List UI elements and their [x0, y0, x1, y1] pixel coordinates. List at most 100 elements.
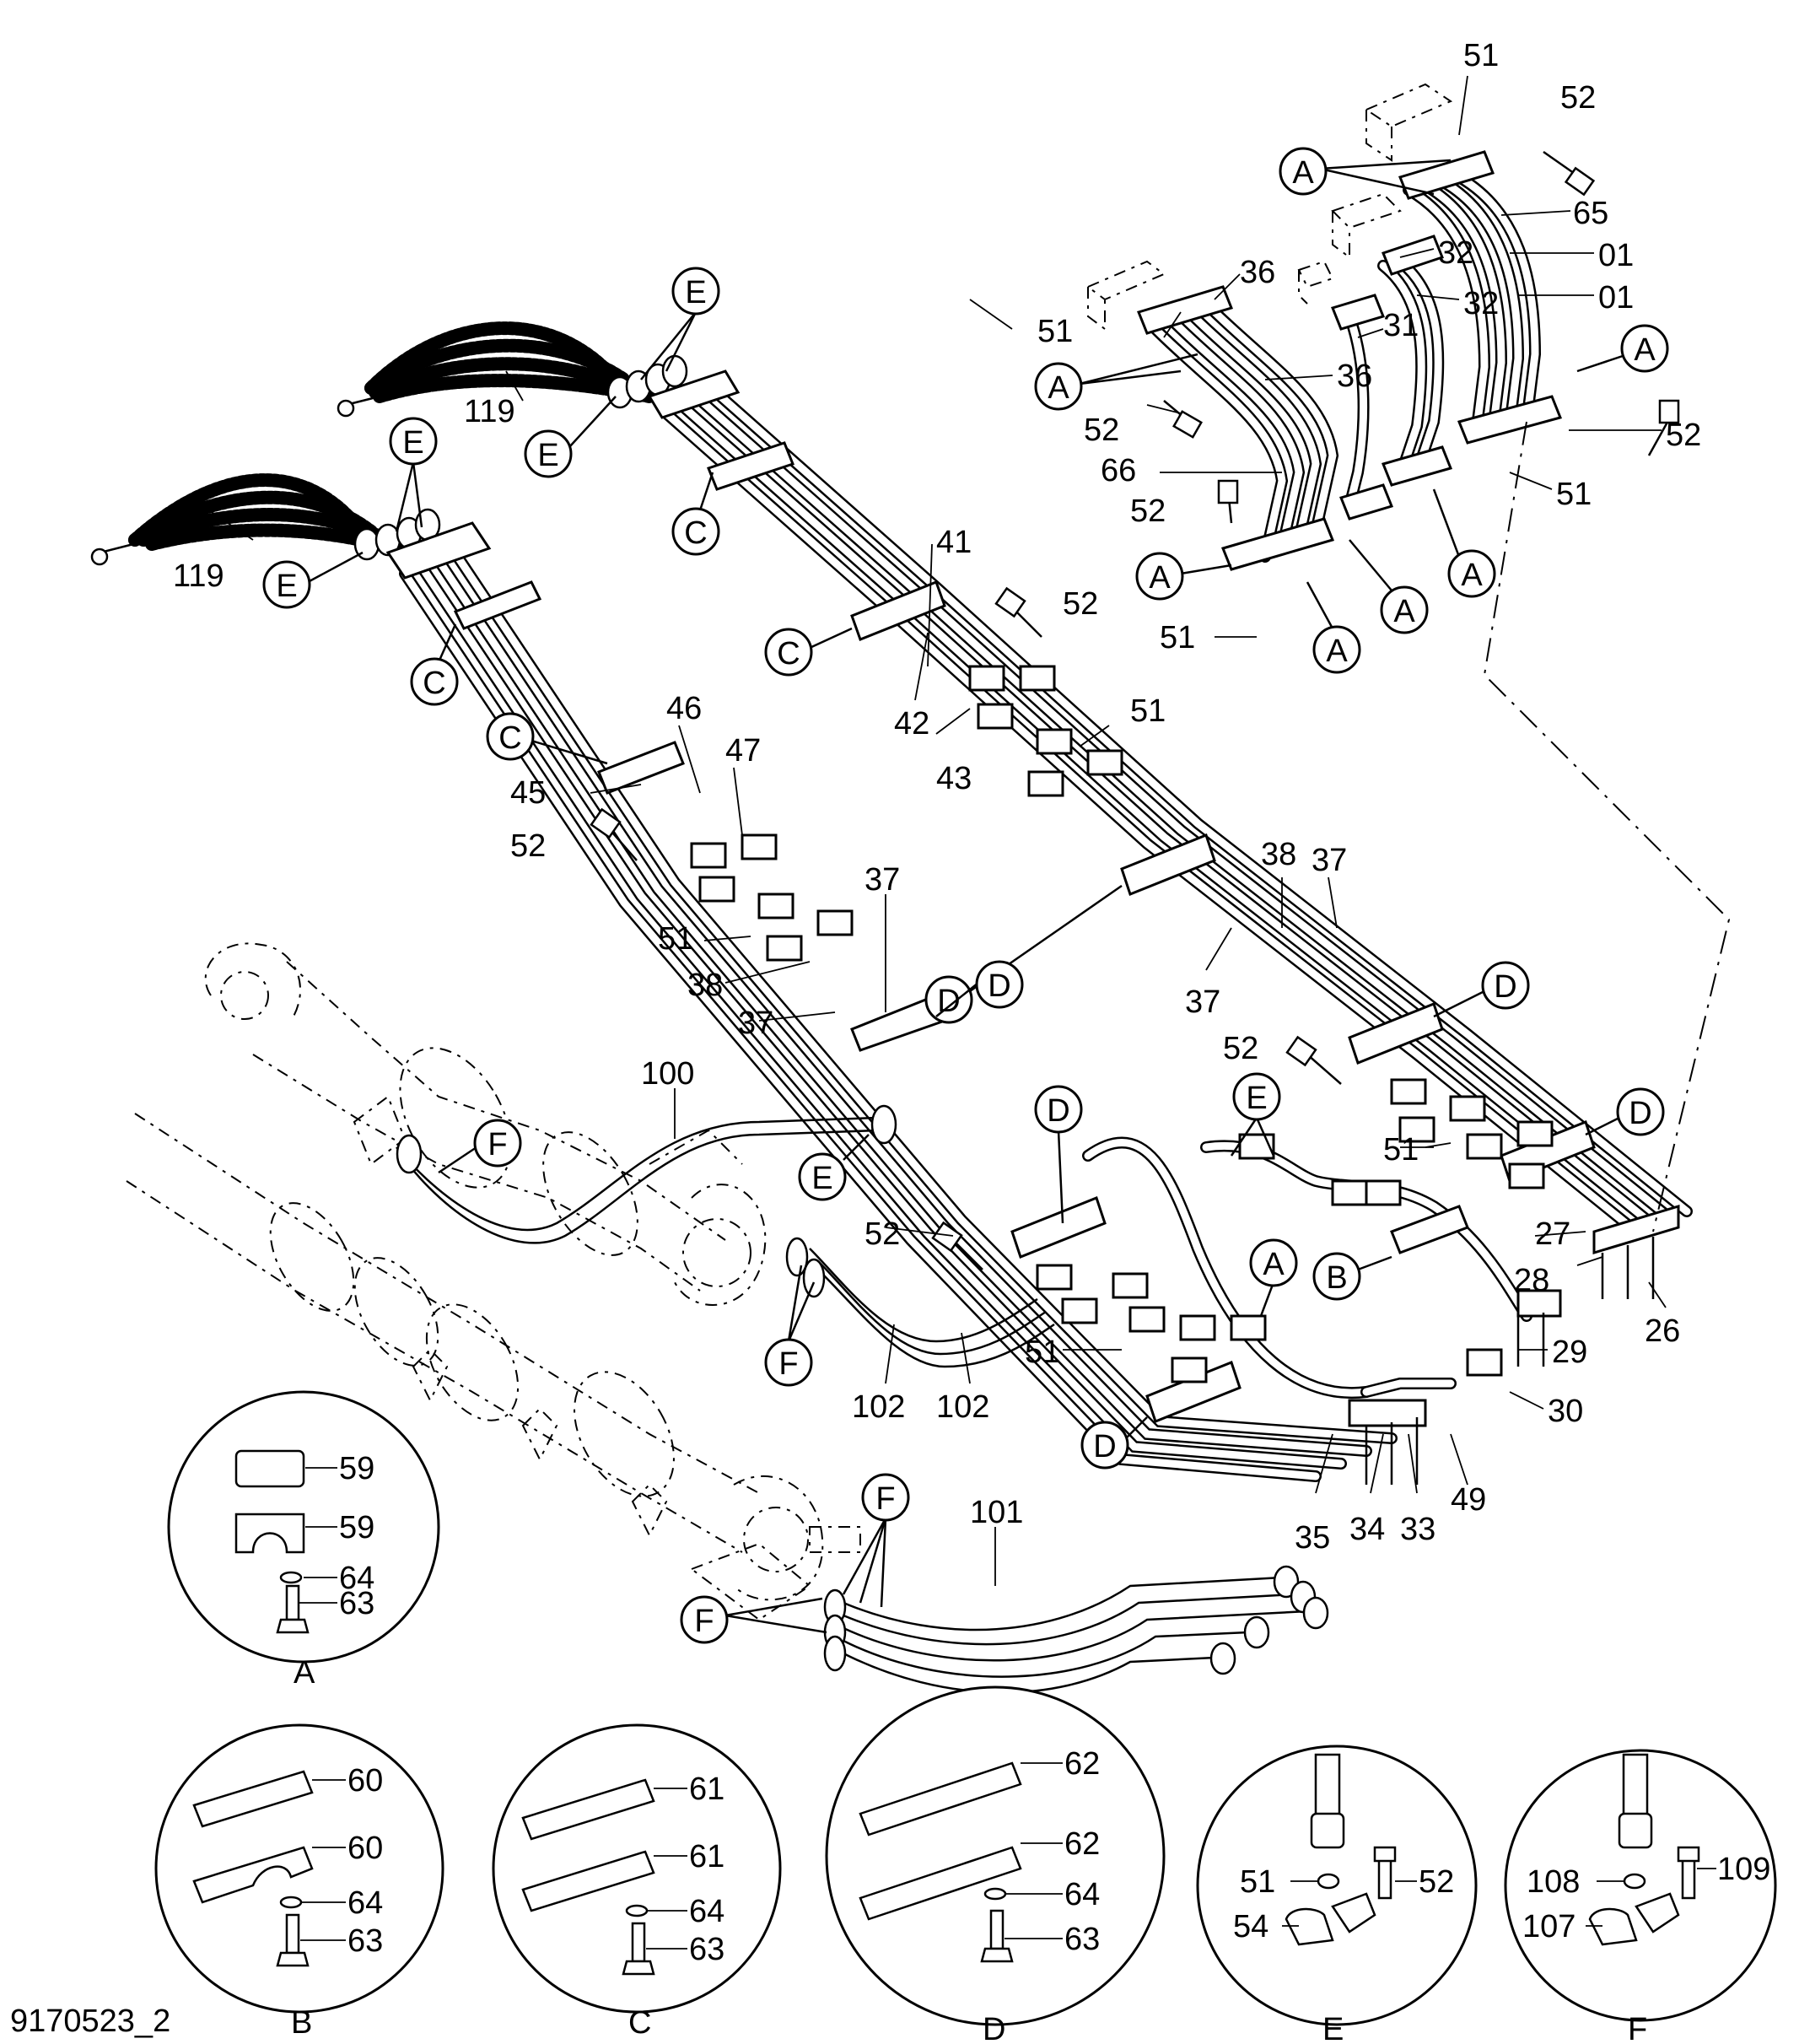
label-30: 30: [1548, 1394, 1583, 1429]
svg-text:E: E: [537, 438, 558, 473]
label-47: 47: [725, 733, 761, 769]
label-37: 37: [1312, 843, 1347, 878]
svg-text:C: C: [777, 636, 800, 671]
detail-b-ref-top: 60: [347, 1763, 383, 1799]
callout-e: E: [1230, 1072, 1281, 1157]
label-33: 33: [1400, 1512, 1435, 1547]
label-42: 42: [894, 706, 929, 742]
detail-f-ref-bolt: 109: [1717, 1852, 1770, 1887]
label-01: 01: [1598, 238, 1634, 273]
label-01: 01: [1598, 280, 1634, 315]
label-46: 46: [666, 691, 702, 726]
svg-text:A: A: [1461, 558, 1483, 593]
label-52: 52: [1084, 413, 1119, 448]
label-37: 37: [864, 862, 900, 898]
detail-f-ref-oring: 108: [1527, 1864, 1580, 1900]
label-27: 27: [1535, 1216, 1570, 1252]
callout-d: D: [1034, 1085, 1083, 1224]
detail-e-ref-flange: 54: [1233, 1909, 1268, 1944]
detail-e-ref-oring: 51: [1240, 1864, 1275, 1900]
callout-a: A: [1432, 488, 1496, 598]
svg-text:B: B: [1326, 1260, 1347, 1296]
detail-f-ref-flange: 107: [1522, 1909, 1575, 1944]
label-52: 52: [1223, 1031, 1258, 1066]
label-51: 51: [1130, 693, 1166, 729]
label-51: 51: [1037, 314, 1073, 349]
label-45: 45: [510, 775, 546, 811]
svg-text:F: F: [875, 1481, 895, 1517]
svg-text:D: D: [1629, 1096, 1651, 1131]
label-51: 51: [1556, 477, 1592, 512]
label-51: 51: [1025, 1335, 1060, 1370]
label-66: 66: [1101, 453, 1136, 488]
detail-c: 61 61 64 63 C: [492, 1723, 782, 2041]
svg-text:A: A: [1292, 155, 1314, 191]
label-49: 49: [1451, 1482, 1486, 1518]
svg-text:E: E: [1246, 1081, 1267, 1116]
svg-text:F: F: [778, 1346, 798, 1382]
svg-text:E: E: [685, 275, 706, 310]
label-102: 102: [936, 1389, 989, 1425]
hose-101: [823, 1565, 1329, 1694]
label-52: 52: [864, 1216, 900, 1252]
detail-a-ref-top: 59: [339, 1451, 374, 1486]
flex-hose-group-left: [90, 473, 441, 566]
callout-d: D: [935, 960, 1024, 1017]
callout-d: D: [1433, 961, 1530, 1018]
detail-d-ref-top: 62: [1064, 1746, 1100, 1782]
callout-f: F: [680, 1595, 827, 1644]
callout-c: C: [671, 472, 720, 556]
label-51: 51: [1160, 620, 1195, 655]
callout-b: B: [1312, 1252, 1392, 1301]
callout-a: A: [1249, 1238, 1298, 1317]
detail-a-ref-washer: 64: [339, 1561, 374, 1596]
label-52: 52: [1130, 493, 1166, 529]
callout-e: E: [640, 267, 720, 380]
label-32: 32: [1463, 286, 1499, 321]
label-51: 51: [1383, 1132, 1419, 1168]
detail-d-ref-washer: 64: [1064, 1877, 1100, 1912]
hose-100: [396, 1104, 897, 1244]
detail-d-caption: D: [983, 2012, 1005, 2044]
detail-a-ref-bolt: 63: [339, 1586, 374, 1621]
callout-a: A: [1135, 552, 1232, 601]
drawing-number: 9170523_2: [10, 2004, 170, 2039]
detail-b-caption: B: [291, 2005, 312, 2041]
leader-lines: [202, 75, 1667, 1586]
svg-text:C: C: [684, 515, 707, 551]
label-37: 37: [738, 1006, 773, 1041]
label-52: 52: [1560, 80, 1596, 116]
detail-e-caption: E: [1322, 2012, 1344, 2044]
label-100: 100: [641, 1056, 694, 1092]
detail-a-caption: A: [294, 1655, 315, 1691]
svg-text:F: F: [487, 1127, 507, 1162]
svg-text:C: C: [498, 720, 521, 756]
detail-b-ref-washer: 64: [347, 1885, 383, 1921]
callout-f: F: [764, 1265, 816, 1387]
label-32: 32: [1438, 235, 1473, 271]
callout-c: C: [486, 712, 608, 765]
part-number-labels: 51 52 65 01 01 32 32 36 36 31 51 52 66 5…: [173, 38, 1701, 1556]
detail-e: 51 52 54 E: [1196, 1745, 1478, 2044]
label-36: 36: [1337, 359, 1372, 394]
label-43: 43: [936, 761, 972, 796]
detail-d-ref-mid: 62: [1064, 1826, 1100, 1862]
pipe-bundle-lower: [1082, 1133, 1562, 1485]
callout-f: F: [438, 1119, 522, 1174]
svg-text:C: C: [423, 666, 445, 701]
label-52: 52: [510, 828, 546, 864]
detail-b-ref-mid: 60: [347, 1831, 383, 1866]
label-65: 65: [1573, 196, 1608, 231]
label-35: 35: [1295, 1520, 1330, 1556]
label-119: 119: [464, 394, 515, 429]
pipe-bundle-right: [647, 369, 1693, 1299]
callout-a: A: [1349, 539, 1429, 634]
detail-f: 108 109 107 F: [1504, 1749, 1777, 2044]
svg-text:A: A: [1149, 560, 1171, 596]
svg-text:A: A: [1048, 370, 1069, 406]
detail-e-ref-bolt: 52: [1419, 1864, 1454, 1900]
callout-a: A: [1279, 147, 1452, 196]
callout-e: E: [524, 396, 617, 478]
detail-a: 59 59 64 63 A: [167, 1390, 440, 1691]
callout-c: C: [764, 627, 853, 677]
